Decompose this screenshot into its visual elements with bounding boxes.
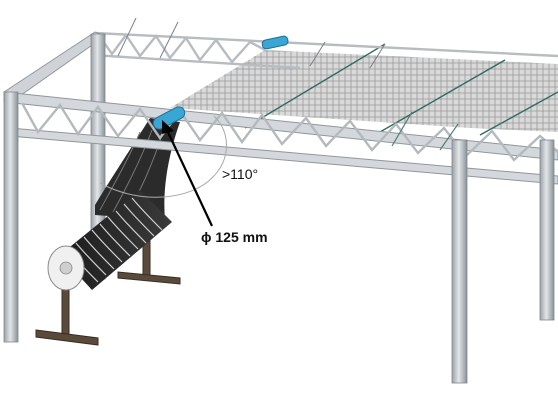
- front-rods: [391, 111, 459, 151]
- back-truss: [91, 31, 558, 70]
- back-pipe: [261, 35, 289, 50]
- left-side-beam: [3, 31, 107, 101]
- front-right-post: [451, 139, 468, 384]
- diameter-annotation: ϕ 125 mm: [201, 229, 268, 245]
- angle-annotation: >110°: [222, 166, 259, 182]
- far-right-post: [539, 139, 555, 321]
- angle-arc: [99, 115, 227, 198]
- diameter-leader: [162, 120, 213, 227]
- net-cables: [244, 43, 558, 136]
- back-rods: [117, 17, 386, 69]
- shade-net: [170, 50, 558, 132]
- net-roll: [47, 190, 172, 291]
- front-left-post: [3, 91, 19, 343]
- roller-pipe: [152, 106, 186, 130]
